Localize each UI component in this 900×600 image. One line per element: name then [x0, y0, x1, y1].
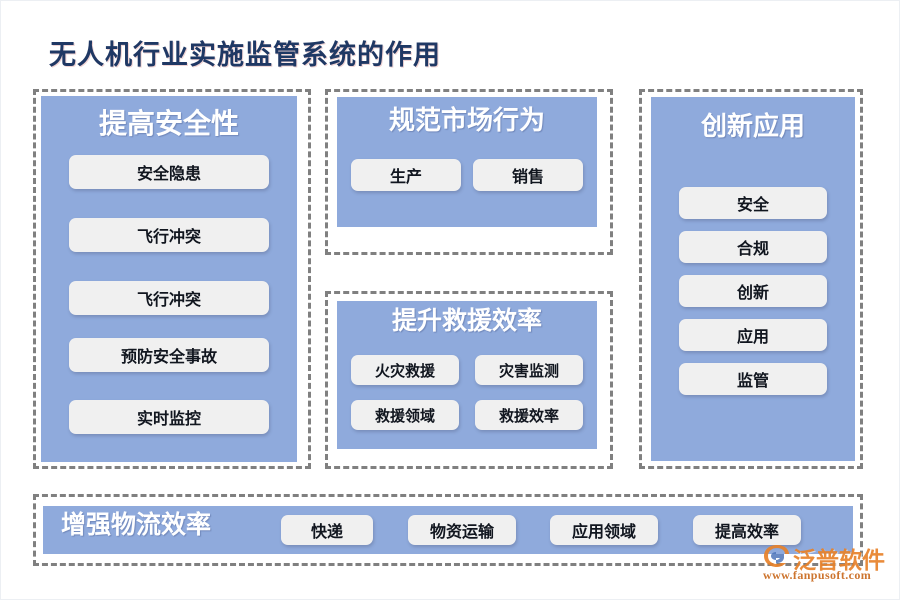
brand-watermark: 泛普软件 www.fanpusoft.com — [763, 541, 893, 589]
group-border-logistics — [33, 494, 863, 566]
list-item[interactable]: 预防安全事故 — [69, 338, 269, 372]
panel-title-market: 规范市场行为 — [388, 106, 545, 135]
list-item[interactable]: 生产 — [351, 159, 461, 191]
list-item[interactable]: 创新 — [679, 275, 827, 307]
fanpu-logo-icon — [764, 545, 789, 567]
group-border-market — [325, 89, 613, 255]
page-title: 无人机行业实施监管系统的作用 — [49, 40, 441, 70]
list-item[interactable]: 救援领域 — [351, 400, 459, 430]
panel-safety: 提高安全性 安全隐患 飞行冲突 飞行冲突 预防安全事故 实时监控 — [41, 96, 297, 462]
list-item[interactable]: 应用 — [679, 319, 827, 351]
list-item[interactable]: 快递 — [281, 515, 373, 545]
list-item[interactable]: 应用领域 — [550, 515, 658, 545]
brand-url: www.fanpusoft.com — [763, 568, 872, 582]
panel-title-innovation: 创新应用 — [700, 112, 805, 141]
group-border-innovation — [639, 89, 863, 469]
list-item[interactable]: 提高效率 — [693, 515, 801, 545]
panel-title-rescue: 提升救援效率 — [391, 308, 542, 335]
list-item[interactable]: 救援效率 — [475, 400, 583, 430]
list-item[interactable]: 合规 — [679, 231, 827, 263]
list-item[interactable]: 安全隐患 — [69, 155, 269, 189]
list-item[interactable]: 物资运输 — [408, 515, 516, 545]
panel-innovation: 创新应用 安全 合规 创新 应用 监管 — [651, 97, 855, 461]
list-item[interactable]: 灾害监测 — [475, 355, 583, 385]
panel-rescue: 提升救援效率 火灾救援 灾害监测 救援领域 救援效率 — [337, 301, 597, 449]
panel-market: 规范市场行为 生产 销售 — [337, 97, 597, 227]
group-border-rescue — [325, 291, 613, 469]
brand-name: 泛普软件 — [793, 548, 885, 573]
panel-title-safety: 提高安全性 — [98, 109, 239, 140]
list-item[interactable]: 飞行冲突 — [69, 218, 269, 252]
list-item[interactable]: 实时监控 — [69, 400, 269, 434]
panel-title-logistics: 增强物流效率 — [61, 512, 212, 539]
panel-logistics: 增强物流效率 快递 物资运输 应用领域 提高效率 — [43, 506, 853, 554]
group-border-safety — [33, 89, 311, 469]
list-item[interactable]: 安全 — [679, 187, 827, 219]
list-item[interactable]: 飞行冲突 — [69, 281, 269, 315]
list-item[interactable]: 火灾救援 — [351, 355, 459, 385]
list-item[interactable]: 监管 — [679, 363, 827, 395]
list-item[interactable]: 销售 — [473, 159, 583, 191]
